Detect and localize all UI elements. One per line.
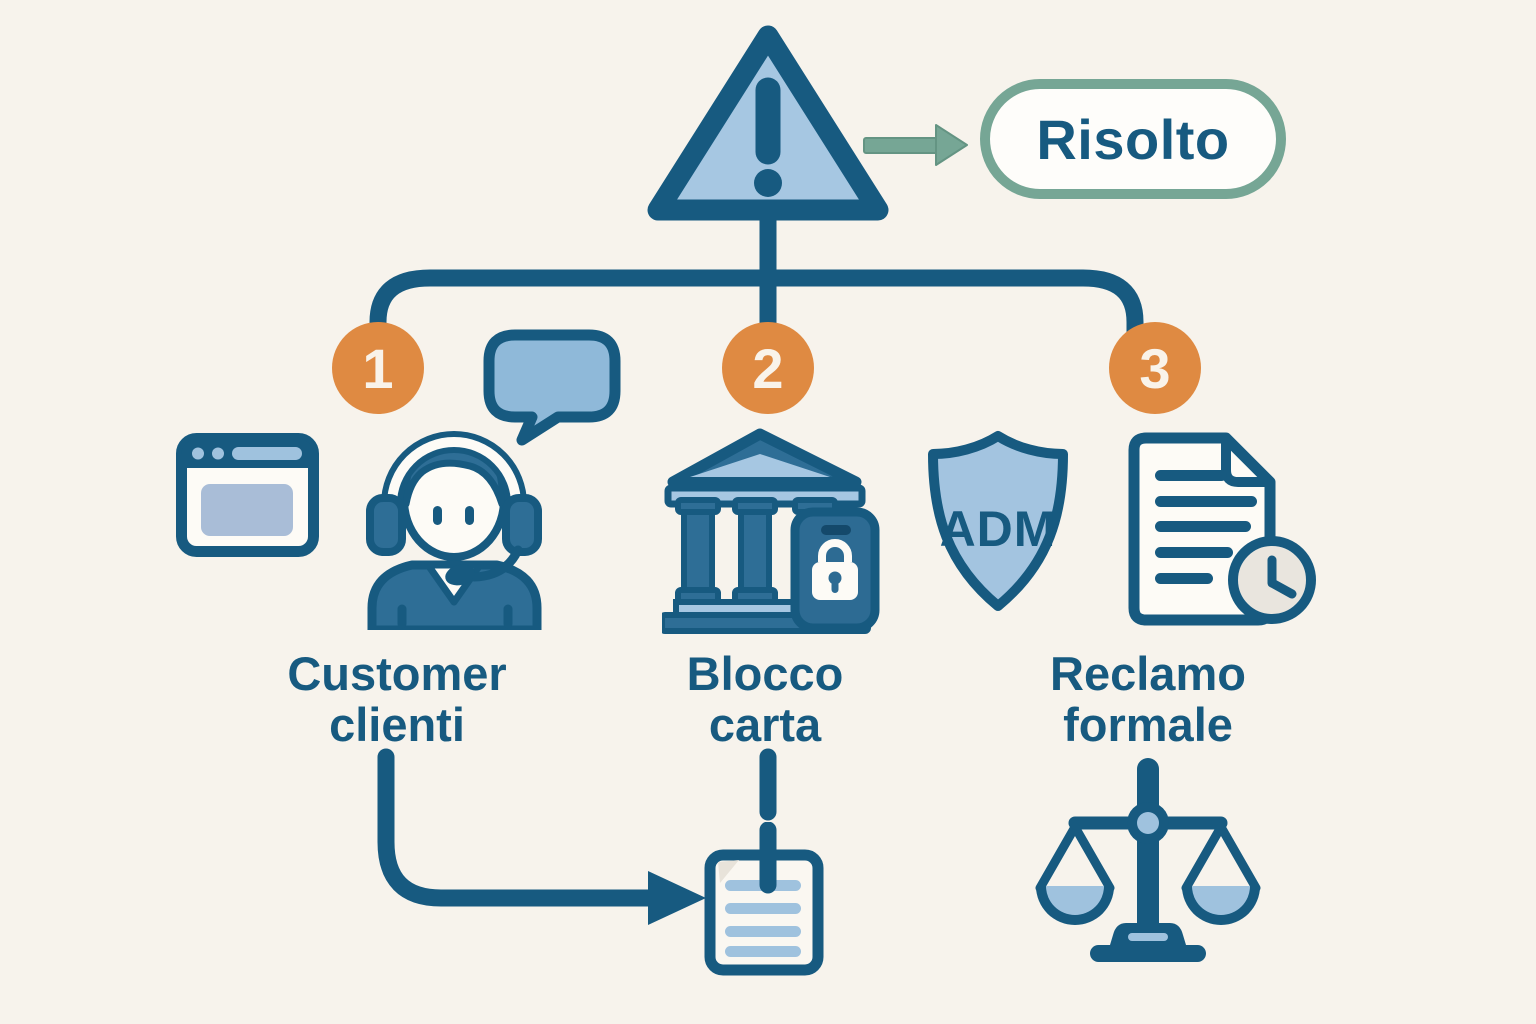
scales-icon	[1035, 758, 1261, 962]
step-1-label-line1: Customer	[287, 647, 507, 700]
note-icon	[704, 849, 824, 976]
support-agent-icon	[366, 431, 542, 630]
step-3-number-label: 3	[1139, 336, 1171, 400]
speech-bubble-icon	[483, 329, 621, 446]
step-2-number-label: 2	[752, 336, 784, 400]
step-2-label: Blocco carta	[585, 648, 945, 750]
browser-window-icon	[176, 433, 319, 557]
step-2-label-line2: carta	[708, 698, 822, 751]
shield-text: ADM	[940, 501, 1057, 557]
elbow-arrow	[377, 748, 661, 907]
step-1-number-label: 1	[362, 336, 394, 400]
resolved-badge-label: Risolto	[1036, 107, 1230, 171]
elbow-arrowhead	[648, 871, 706, 925]
step-3-label-line2: formale	[1063, 698, 1233, 751]
dashed-drop-lower	[759, 822, 777, 894]
step-2-label-line1: Blocco	[686, 647, 844, 700]
resolved-arrow-icon	[863, 124, 968, 166]
step-1-label-line2: clienti	[329, 698, 465, 751]
warning-triangle-icon	[647, 25, 889, 221]
bank-icon	[662, 428, 880, 634]
resolved-badge: Risolto	[980, 79, 1286, 199]
phone-lock-icon	[790, 507, 880, 633]
step-3-label-line1: Reclamo	[1050, 647, 1246, 700]
branch-bar	[369, 269, 1144, 347]
step-2-number: 2	[722, 322, 814, 414]
step-3-label: Reclamo formale	[968, 648, 1328, 750]
step-3-number: 3	[1109, 322, 1201, 414]
document-clock-icon	[1128, 432, 1316, 626]
clock-badge	[1228, 536, 1316, 624]
step-1-label: Customer clienti	[217, 648, 577, 750]
step-1-number: 1	[332, 322, 424, 414]
adm-shield-icon: ADM	[928, 431, 1068, 611]
